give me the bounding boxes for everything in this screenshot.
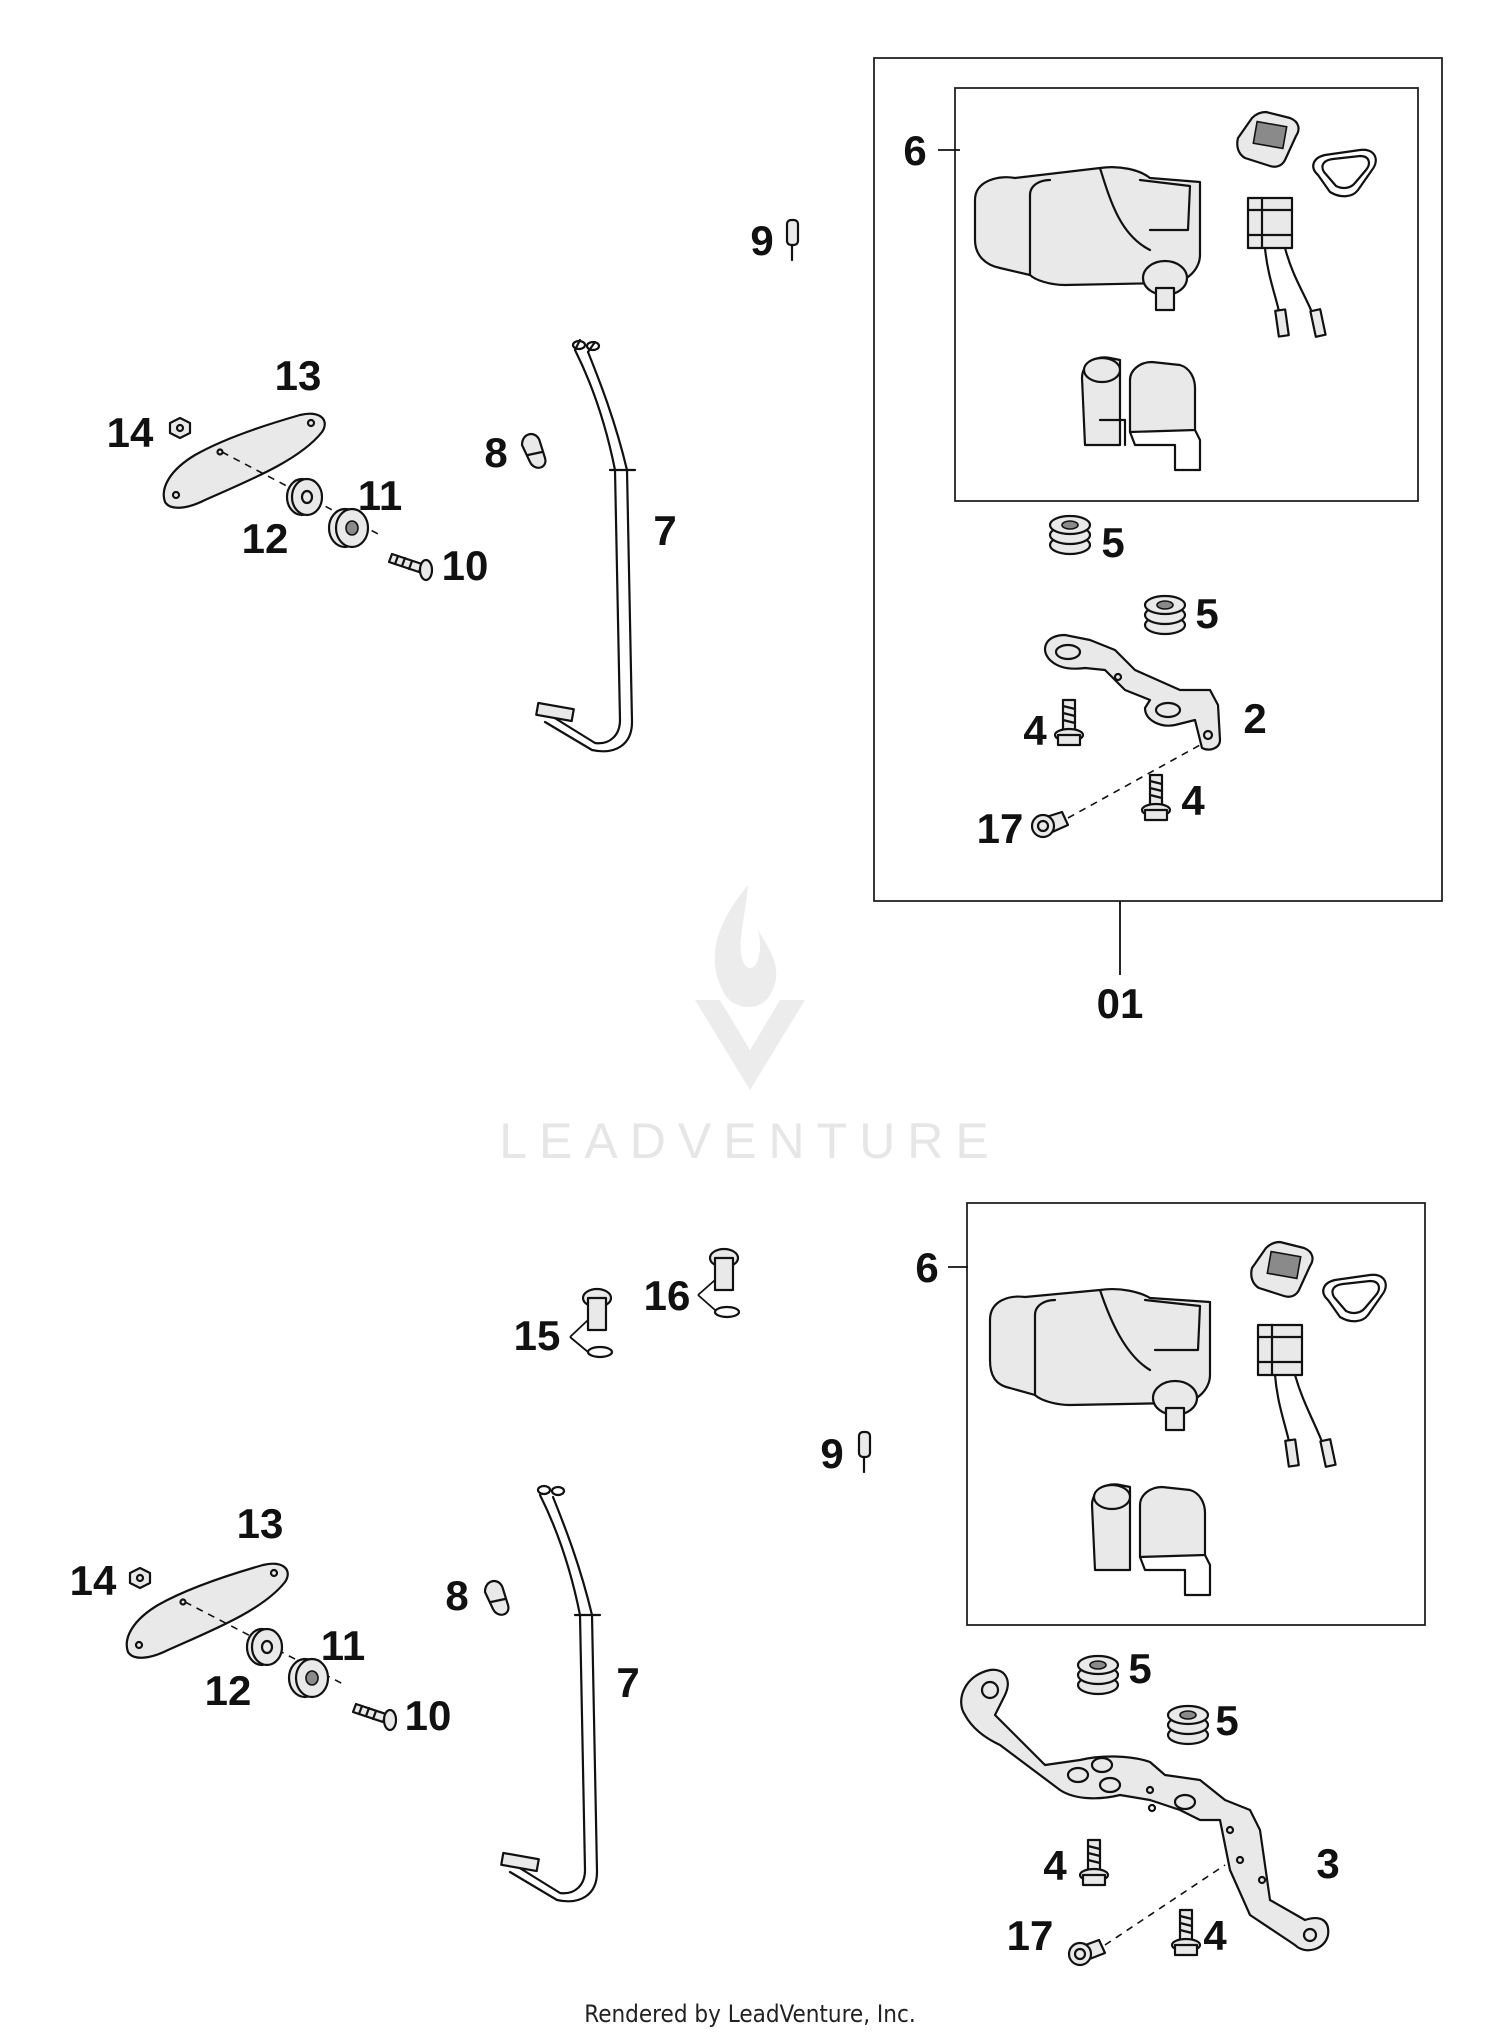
label-17: 17	[977, 805, 1024, 852]
label-13-bottom: 13	[237, 1500, 284, 1547]
label-8-bottom: 8	[445, 1572, 468, 1619]
label-14-bottom: 14	[70, 1557, 117, 1604]
label-16: 16	[644, 1272, 691, 1319]
screw-17	[1030, 810, 1070, 839]
spacer-11-bottom	[287, 1657, 330, 1699]
spacer-11	[327, 507, 370, 549]
clip-8	[520, 433, 547, 469]
grommet-5a	[1048, 514, 1092, 556]
bracket-3	[960, 1668, 1330, 1952]
connector-harness	[1246, 196, 1327, 338]
pin-15	[569, 1287, 614, 1359]
top-assembly: 01	[107, 57, 1443, 1027]
bottom-assembly: 6 16 15 9 5	[70, 1202, 1426, 1967]
assembly-line-17	[1067, 744, 1201, 819]
grommet-5b-bottom	[1166, 1704, 1210, 1746]
label-4b: 4	[1181, 777, 1205, 824]
label-11-bottom: 11	[321, 1622, 365, 1669]
label-4a: 4	[1023, 707, 1047, 754]
label-5b: 5	[1195, 590, 1218, 637]
pin-16	[697, 1247, 741, 1319]
washer-12-bottom	[245, 1627, 284, 1667]
screw-4a	[1053, 698, 1085, 747]
label-5b-bottom: 5	[1215, 1697, 1238, 1744]
label-7-bottom: 7	[616, 1659, 639, 1706]
switch-body-bottom	[1090, 1483, 1212, 1597]
switch-gasket	[1312, 148, 1377, 198]
label-10: 10	[442, 542, 489, 589]
screw-17-bottom	[1067, 1938, 1107, 1967]
switch-cap-bottom	[1250, 1240, 1314, 1298]
label-13: 13	[275, 352, 322, 399]
screw-4b	[1140, 773, 1172, 822]
washer-12	[285, 477, 324, 517]
connector-harness-bottom	[1256, 1323, 1337, 1468]
label-12: 12	[242, 515, 289, 562]
screw-10	[387, 552, 434, 582]
cable-7-bottom	[500, 1484, 602, 1903]
plate-13	[162, 412, 326, 509]
plate-13-bottom	[125, 1562, 289, 1659]
grommet-5b	[1143, 594, 1187, 636]
screw-10-bottom	[351, 1702, 398, 1732]
flame-logo-icon	[695, 885, 805, 1090]
switch-kit-frame-bottom	[966, 1202, 1426, 1626]
label-5a-bottom: 5	[1128, 1645, 1151, 1692]
label-6: 6	[903, 127, 926, 174]
label-15: 15	[514, 1312, 561, 1359]
grommet-5a-bottom	[1076, 1654, 1120, 1696]
label-17-bottom: 17	[1007, 1912, 1054, 1959]
label-8: 8	[484, 429, 507, 476]
switch-cap	[1236, 110, 1300, 168]
label-6-bottom: 6	[915, 1244, 938, 1291]
assembly-line-17-bottom	[1104, 1864, 1226, 1946]
label-3: 3	[1316, 1840, 1339, 1887]
clip-8-bottom	[483, 1580, 510, 1616]
label-4a-bottom: 4	[1043, 1842, 1067, 1889]
pin-9-bottom	[857, 1430, 872, 1474]
label-9-bottom: 9	[820, 1430, 843, 1477]
label-14: 14	[107, 409, 154, 456]
label-12-bottom: 12	[205, 1667, 252, 1714]
kit-frame-01	[873, 57, 1443, 902]
switch-gasket-bottom	[1322, 1273, 1387, 1323]
label-11: 11	[358, 472, 402, 519]
label-2: 2	[1243, 695, 1266, 742]
bracket-2	[1043, 633, 1222, 751]
nut-14	[168, 416, 192, 440]
screw-4a-bottom	[1078, 1838, 1110, 1887]
label-4b-bottom: 4	[1203, 1912, 1227, 1959]
switch-housing-bottom	[988, 1288, 1212, 1432]
footer-credit: Rendered by LeadVenture, Inc.	[584, 2000, 916, 2028]
screw-4b-bottom	[1170, 1908, 1202, 1957]
cable-7	[535, 338, 637, 753]
label-7: 7	[653, 507, 676, 554]
switch-body	[1080, 356, 1202, 472]
label-5a: 5	[1101, 519, 1124, 566]
nut-14-bottom	[128, 1566, 152, 1590]
watermark-text: LEADVENTURE	[499, 1113, 1001, 1169]
pin-9	[785, 218, 800, 262]
switch-kit-frame	[954, 87, 1419, 502]
label-9: 9	[750, 217, 773, 264]
label-10-bottom: 10	[405, 1692, 452, 1739]
label-01: 01	[1097, 980, 1144, 1027]
switch-housing	[973, 166, 1202, 312]
assembly-line-10-bottom	[184, 1601, 346, 1686]
watermark: LEADVENTURE	[499, 885, 1001, 1169]
